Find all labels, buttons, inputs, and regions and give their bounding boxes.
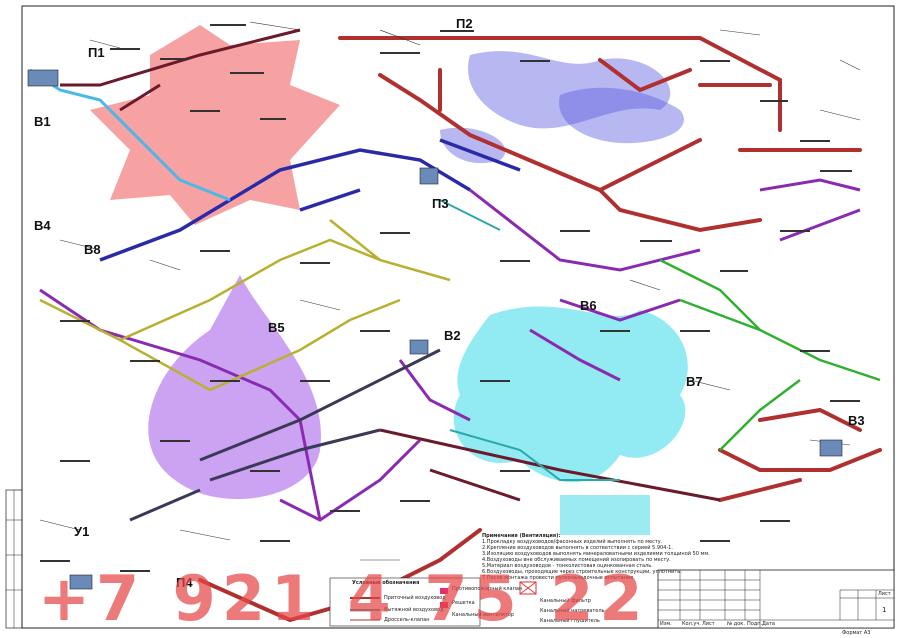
- title-block: [657, 569, 895, 629]
- title-block-grid: [658, 570, 894, 628]
- label-p2: П2: [456, 16, 473, 31]
- yellow-ducts: [39, 219, 451, 392]
- stamp-col: Изм.: [660, 621, 672, 627]
- label-v8: В8: [84, 242, 101, 257]
- notes-line: 3.Изоляцию воздуховодов выполнять минера…: [482, 551, 710, 557]
- legend-item: Вытяжной воздуховод: [384, 607, 444, 613]
- blue-patch-small: [440, 127, 506, 164]
- label-v1: В1: [34, 114, 51, 129]
- stamp-col: № док.: [727, 621, 745, 627]
- legend-item: Решетка: [452, 600, 475, 606]
- notes-title: Примечания (Вентиляция):: [482, 533, 561, 539]
- cyan-patch: [453, 306, 688, 483]
- drawing-frame: [21, 5, 895, 629]
- notes-line: 6.Воздуховоды, проходящие через строител…: [482, 569, 682, 575]
- stamp-sheet-number: 1: [882, 606, 887, 614]
- stamp-col: Кол.уч.: [682, 621, 701, 627]
- label-u1: У1: [74, 524, 90, 539]
- legend-item: Дроссель-клапан: [384, 617, 430, 623]
- watermark-phone-number: +7 921 4 75 22: [38, 562, 649, 635]
- legend-item: Канальный глушитель: [540, 618, 600, 624]
- supply-ducts: [198, 36, 882, 623]
- stamp-sheet-label: Лист: [878, 591, 891, 597]
- label-v2: В2: [444, 328, 461, 343]
- label-v7: В7: [686, 374, 703, 389]
- stamp-col: Дата: [762, 621, 775, 627]
- stamp-col: Лист: [702, 621, 715, 627]
- label-v4: В4: [34, 218, 51, 233]
- label-p4: П4: [176, 575, 193, 590]
- label-p1: П1: [88, 45, 105, 60]
- leader-lines: [39, 21, 861, 561]
- green-duct: [659, 258, 881, 451]
- legend-box: [329, 577, 481, 627]
- red-star-patch: [90, 25, 340, 225]
- legend-item: Канальный вентилятор: [452, 612, 514, 618]
- stamp-col: Подп.: [747, 621, 763, 627]
- stamp-format: Формат А3: [842, 630, 871, 636]
- notes-line: 7.После монтажа провести пусконаладочные…: [482, 575, 635, 581]
- legend-title: Условные обозначения: [352, 580, 420, 586]
- label-v5: В5: [268, 320, 285, 335]
- legend-item: Противопожарный клапан: [452, 586, 523, 592]
- blue-patch-right: [559, 87, 684, 144]
- label-p3: П3: [432, 196, 449, 211]
- air-handling-units: [27, 69, 843, 590]
- supply-main-trunk: [60, 28, 721, 502]
- notes-line: 4.Воздуховоды вне обслуживаемых помещени…: [482, 557, 671, 563]
- legend-item: Приточный воздуховод: [384, 595, 446, 601]
- blue-patch-top: [468, 51, 671, 129]
- notes-line: 2.Крепление воздуховодов выполнять в соо…: [482, 545, 673, 551]
- tag-marks: [40, 24, 860, 572]
- exhaust-ducts-dark: [129, 348, 441, 522]
- purple-drop-patch: [148, 275, 321, 500]
- cyan-patch-lower: [560, 495, 650, 535]
- notes-line: 1.Прокладку воздуховодов/фасонных издели…: [482, 539, 663, 545]
- notes-line: 5.Материал воздуховодов - тонколистовая …: [482, 563, 653, 569]
- label-v6: В6: [580, 298, 597, 313]
- label-v3: В3: [848, 413, 865, 428]
- legend-item: Канальный нагреватель: [540, 608, 605, 614]
- teal-ducts: [439, 199, 620, 481]
- exhaust-ducts: [99, 138, 521, 262]
- legend-item: Канальный фильтр: [540, 598, 591, 604]
- intake-duct: [29, 68, 231, 202]
- notes-block: Примечания (Вентиляция): 1.Прокладку воз…: [482, 533, 710, 581]
